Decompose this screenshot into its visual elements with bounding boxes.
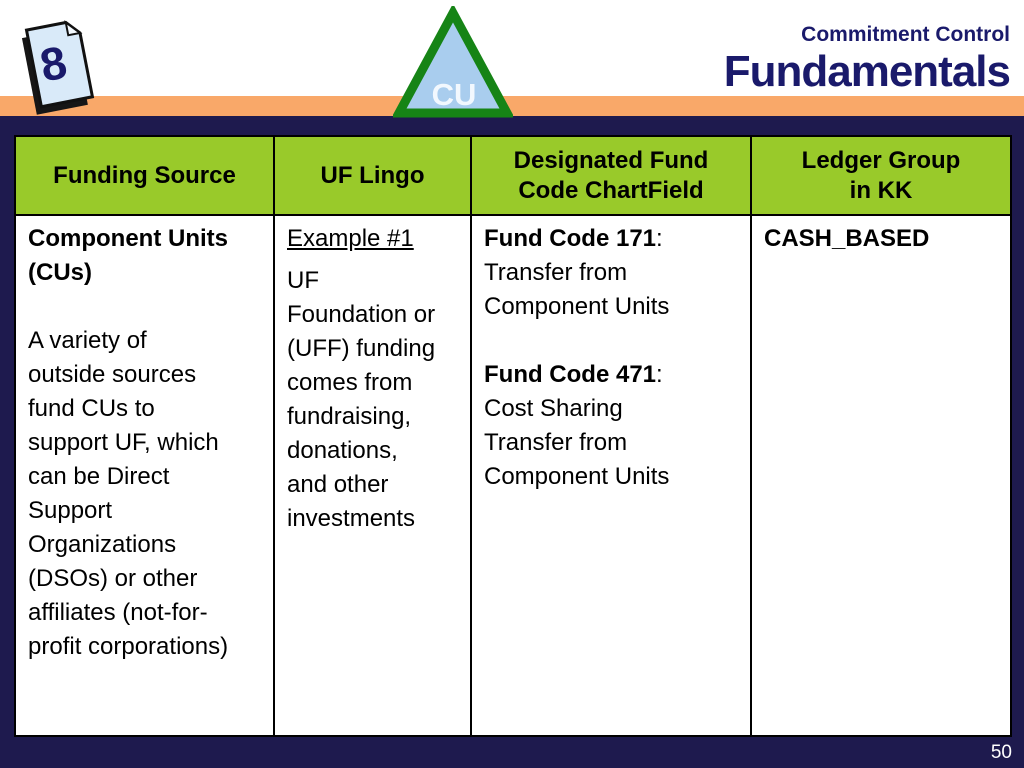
fund-code-171-description: Transfer from Component Units <box>484 259 670 320</box>
column-header-fund-code: Designated Fund Code ChartField <box>470 135 752 216</box>
column-header-uf-lingo: UF Lingo <box>273 135 472 216</box>
fund-code-171-colon: : <box>656 225 663 252</box>
ledger-group-value: CASH_BASED <box>764 225 930 252</box>
cu-triangle-shape <box>393 6 513 118</box>
header-accent-bar <box>0 96 1024 116</box>
column-header-ledger-group: Ledger Group in KK <box>750 135 1012 216</box>
page-icon-sheet <box>24 20 95 109</box>
fund-code-471-colon: : <box>656 361 663 388</box>
fund-code-471-description: Cost Sharing Transfer from Component Uni… <box>484 395 670 490</box>
column-header-funding-source: Funding Source <box>14 135 275 216</box>
uf-lingo-heading: Example #1 <box>287 225 414 252</box>
fund-code-171-line: Fund Code 171: <box>484 222 740 256</box>
fund-code-171-label: Fund Code 171 <box>484 225 657 252</box>
cell-ledger-group: CASH_BASED <box>750 214 1012 737</box>
uf-lingo-body: UF Foundation or (UFF) funding comes fro… <box>287 267 436 532</box>
table-header-row: Funding Source UF Lingo Designated Fund … <box>14 135 1012 216</box>
cu-triangle-label: CU <box>432 77 477 112</box>
title-kicker: Commitment Control <box>801 23 1010 46</box>
funding-table: Funding Source UF Lingo Designated Fund … <box>14 135 1012 737</box>
cell-uf-lingo: Example #1 UF Foundation or (UFF) fundin… <box>273 214 472 737</box>
cell-fund-code: Fund Code 171: Transfer from Component U… <box>470 214 752 737</box>
fund-code-471-label: Fund Code 471 <box>484 361 657 388</box>
cell-funding-source: Component Units (CUs) A variety of outsi… <box>14 214 275 737</box>
cu-triangle-icon: CU <box>393 6 513 118</box>
table-row: Component Units (CUs) A variety of outsi… <box>14 214 1012 737</box>
page-icon: 8 <box>21 20 95 115</box>
page-icon-fold <box>64 20 83 37</box>
funding-source-title: Component Units (CUs) <box>28 225 228 286</box>
funding-source-description: A variety of outside sources fund CUs to… <box>28 327 229 660</box>
page-number: 50 <box>990 742 1012 763</box>
fund-code-471-line: Fund Code 471: <box>484 358 740 392</box>
page-title: Fundamentals <box>723 47 1011 96</box>
title-block: Commitment Control Fundamentals <box>723 22 1011 96</box>
uf-lingo-heading-wrap: Example #1 <box>287 222 460 256</box>
